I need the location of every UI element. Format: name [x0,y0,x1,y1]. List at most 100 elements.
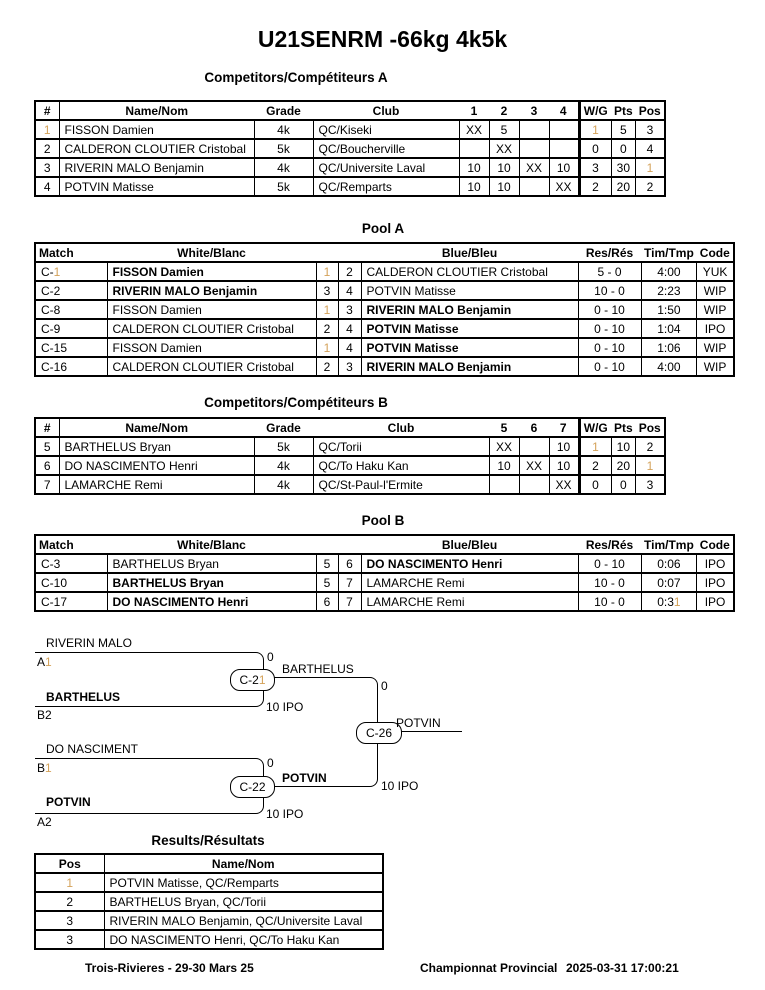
table-row: C-16 CALDERON CLOUTIER Cristobal 2 3 RIV… [34,356,735,377]
c-pts: 20 [610,176,637,197]
c-num: 4 [34,176,60,197]
c-num: 2 [34,138,60,159]
c-time: 4:00 [640,356,698,377]
footer-event-location: Trois-Rivieres - 29-30 Mars 25 [85,961,254,975]
c-name: CALDERON CLOUTIER Cristobal [58,138,255,159]
col-blue: Blue/Bleu [361,534,578,555]
c-code: IPO [696,318,735,339]
c-res: 0 - 10 [577,356,642,377]
bracket-winner-potvin: POTVIN [282,771,327,785]
c-r5: 10 [488,455,520,476]
bracket-match-c21: C-21 [230,669,275,691]
c-num: 3 [34,157,60,178]
col-pos: Pos [635,417,665,438]
col-r2: 2 [489,100,519,121]
c-r5 [488,474,520,495]
c-white: RIVERIN MALO Benjamin [106,280,317,301]
header-row: Pos Name/Nom [35,853,383,874]
c-blue: LAMARCHE Remi [360,572,579,593]
c-wnum: 1 [315,261,339,282]
col-r6: 6 [519,417,549,438]
c-pos: 2 [635,176,666,197]
bracket-seed-b1: B1 [37,761,52,775]
c-pts: 0 [610,138,637,159]
col-name: Name/Nom [104,853,383,874]
col-wg: W/G [577,417,611,438]
c-pts: 10 [610,436,637,457]
c-r7: 10 [548,436,580,457]
bracket-connector [35,758,264,787]
col-blue: Blue/Bleu [361,242,578,263]
col-white: White/Blanc [107,534,316,555]
c-name: RIVERIN MALO Benjamin [58,157,255,178]
c-pos: 3 [34,929,105,950]
col-num: # [35,100,60,121]
c-grade: 4k [253,157,314,178]
c-name: DO NASCIMENTO Henri [58,455,255,476]
c-name: FISSON Damien [58,119,255,140]
c-code: WIP [696,280,735,301]
c-wg: 0 [577,474,612,495]
c-grade: 5k [253,436,314,457]
bracket-connector [35,679,264,707]
c-r4: XX [548,176,580,197]
c-r2: XX [488,138,520,159]
table-row: 3 RIVERIN MALO Benjamin, QC/Universite L… [34,910,384,931]
competitors-b-table: # Name/Nom Grade Club 5 6 7 W/G Pts Pos … [34,417,666,495]
table-row: 3 DO NASCIMENTO Henri, QC/To Haku Kan [34,929,384,950]
table-row: 2 CALDERON CLOUTIER Cristobal 5k QC/Bouc… [34,138,666,159]
c-blue: POTVIN Matisse [360,337,579,358]
pool-b-heading: Pool B [361,513,405,528]
c-bnum: 7 [337,572,362,593]
c-wnum: 3 [315,280,339,301]
c-name: POTVIN Matisse, QC/Remparts [103,872,384,893]
table-row: C-9 CALDERON CLOUTIER Cristobal 2 4 POTV… [34,318,735,339]
bracket-connector [35,652,264,680]
c-name: LAMARCHE Remi [58,474,255,495]
col-spacer [316,242,361,263]
c-pos: 3 [635,119,666,140]
col-grade: Grade [254,417,313,438]
bracket-entry-donasciment: DO NASCIMENT [46,742,139,756]
c-pos: 4 [635,138,666,159]
header-row: # Name/Nom Grade Club 5 6 7 W/G Pts Pos [35,417,665,438]
c-wg: 1 [577,119,612,140]
c-wnum: 6 [315,591,339,612]
bracket-entry-barthelus: BARTHELUS [46,690,120,704]
c-club: QC/Remparts [312,176,460,197]
c-white: CALDERON CLOUTIER Cristobal [106,356,317,377]
pool-b-table: Match White/Blanc Blue/Bleu Res/Rés Tim/… [34,534,735,612]
col-code: Code [696,534,734,555]
bracket-score: 10 IPO [266,807,304,821]
c-wnum: 2 [315,318,339,339]
competitors-a-table: # Name/Nom Grade Club 1 2 3 4 W/G Pts Po… [34,100,666,197]
c-club: QC/Boucherville [312,138,460,159]
results-heading: Results/Résultats [151,833,265,848]
c-wnum: 1 [315,299,339,320]
c-time: 1:06 [640,337,698,358]
c-club: QC/To Haku Kan [312,455,490,476]
c-club: QC/St-Paul-l'Ermite [312,474,490,495]
c-blue: CALDERON CLOUTIER Cristobal [360,261,579,282]
col-name: Name/Nom [59,417,254,438]
col-res: Res/Rés [578,534,641,555]
col-pos: Pos [35,853,105,874]
col-res: Res/Rés [578,242,641,263]
col-pos: Pos [635,100,665,121]
c-bnum: 4 [337,280,362,301]
c-match: C-9 [34,318,108,339]
col-spacer [316,534,361,555]
c-wnum: 2 [315,356,339,377]
c-time: 0:06 [640,553,698,574]
col-num: # [35,417,60,438]
c-bnum: 6 [337,553,362,574]
c-pts: 20 [610,455,637,476]
c-r7: 10 [548,455,580,476]
col-r3: 3 [519,100,549,121]
c-res: 0 - 10 [577,318,642,339]
c-time: 4:00 [640,261,698,282]
c-res: 0 - 10 [577,553,642,574]
bracket-entry-riverin: RIVERIN MALO [46,636,133,650]
table-row: C-15 FISSON Damien 1 4 POTVIN Matisse 0 … [34,337,735,358]
